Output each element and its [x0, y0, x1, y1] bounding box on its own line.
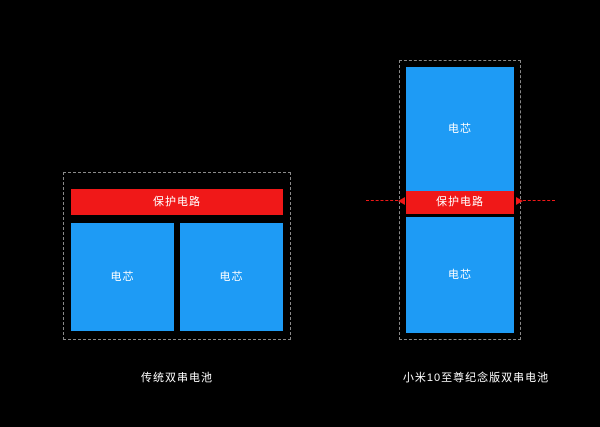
right-caption: 小米10至尊纪念版双串电池 — [402, 372, 550, 384]
right-callout-arrow-head-icon — [516, 197, 523, 205]
right-callout-arrow-line — [523, 200, 555, 202]
right-protection-circuit-label: 保护电路 — [436, 196, 484, 208]
left-cell-1-label: 电芯 — [110, 270, 135, 283]
left-caption: 传统双串电池 — [141, 372, 213, 384]
right-cell-1-label: 电芯 — [448, 122, 472, 135]
right-cell-1: 电芯 — [406, 67, 514, 191]
right-cell-2: 电芯 — [406, 217, 514, 333]
left-battery-outline — [63, 172, 291, 340]
right-cell-2-label: 电芯 — [448, 268, 472, 281]
left-callout-arrow-head-icon — [398, 197, 405, 205]
left-callout-arrow-line — [366, 200, 398, 202]
right-battery-group: 电芯 保护电路 电芯 — [399, 60, 521, 340]
right-protection-circuit: 保护电路 — [406, 191, 514, 214]
left-cell-2: 电芯 — [180, 223, 283, 331]
left-protection-circuit: 保护电路 — [71, 189, 283, 215]
left-protection-circuit-label: 保护电路 — [153, 195, 201, 208]
left-cell-2-label: 电芯 — [219, 270, 244, 283]
left-battery-group: 保护电路 电芯 电芯 — [63, 172, 291, 340]
left-cell-1: 电芯 — [71, 223, 174, 331]
